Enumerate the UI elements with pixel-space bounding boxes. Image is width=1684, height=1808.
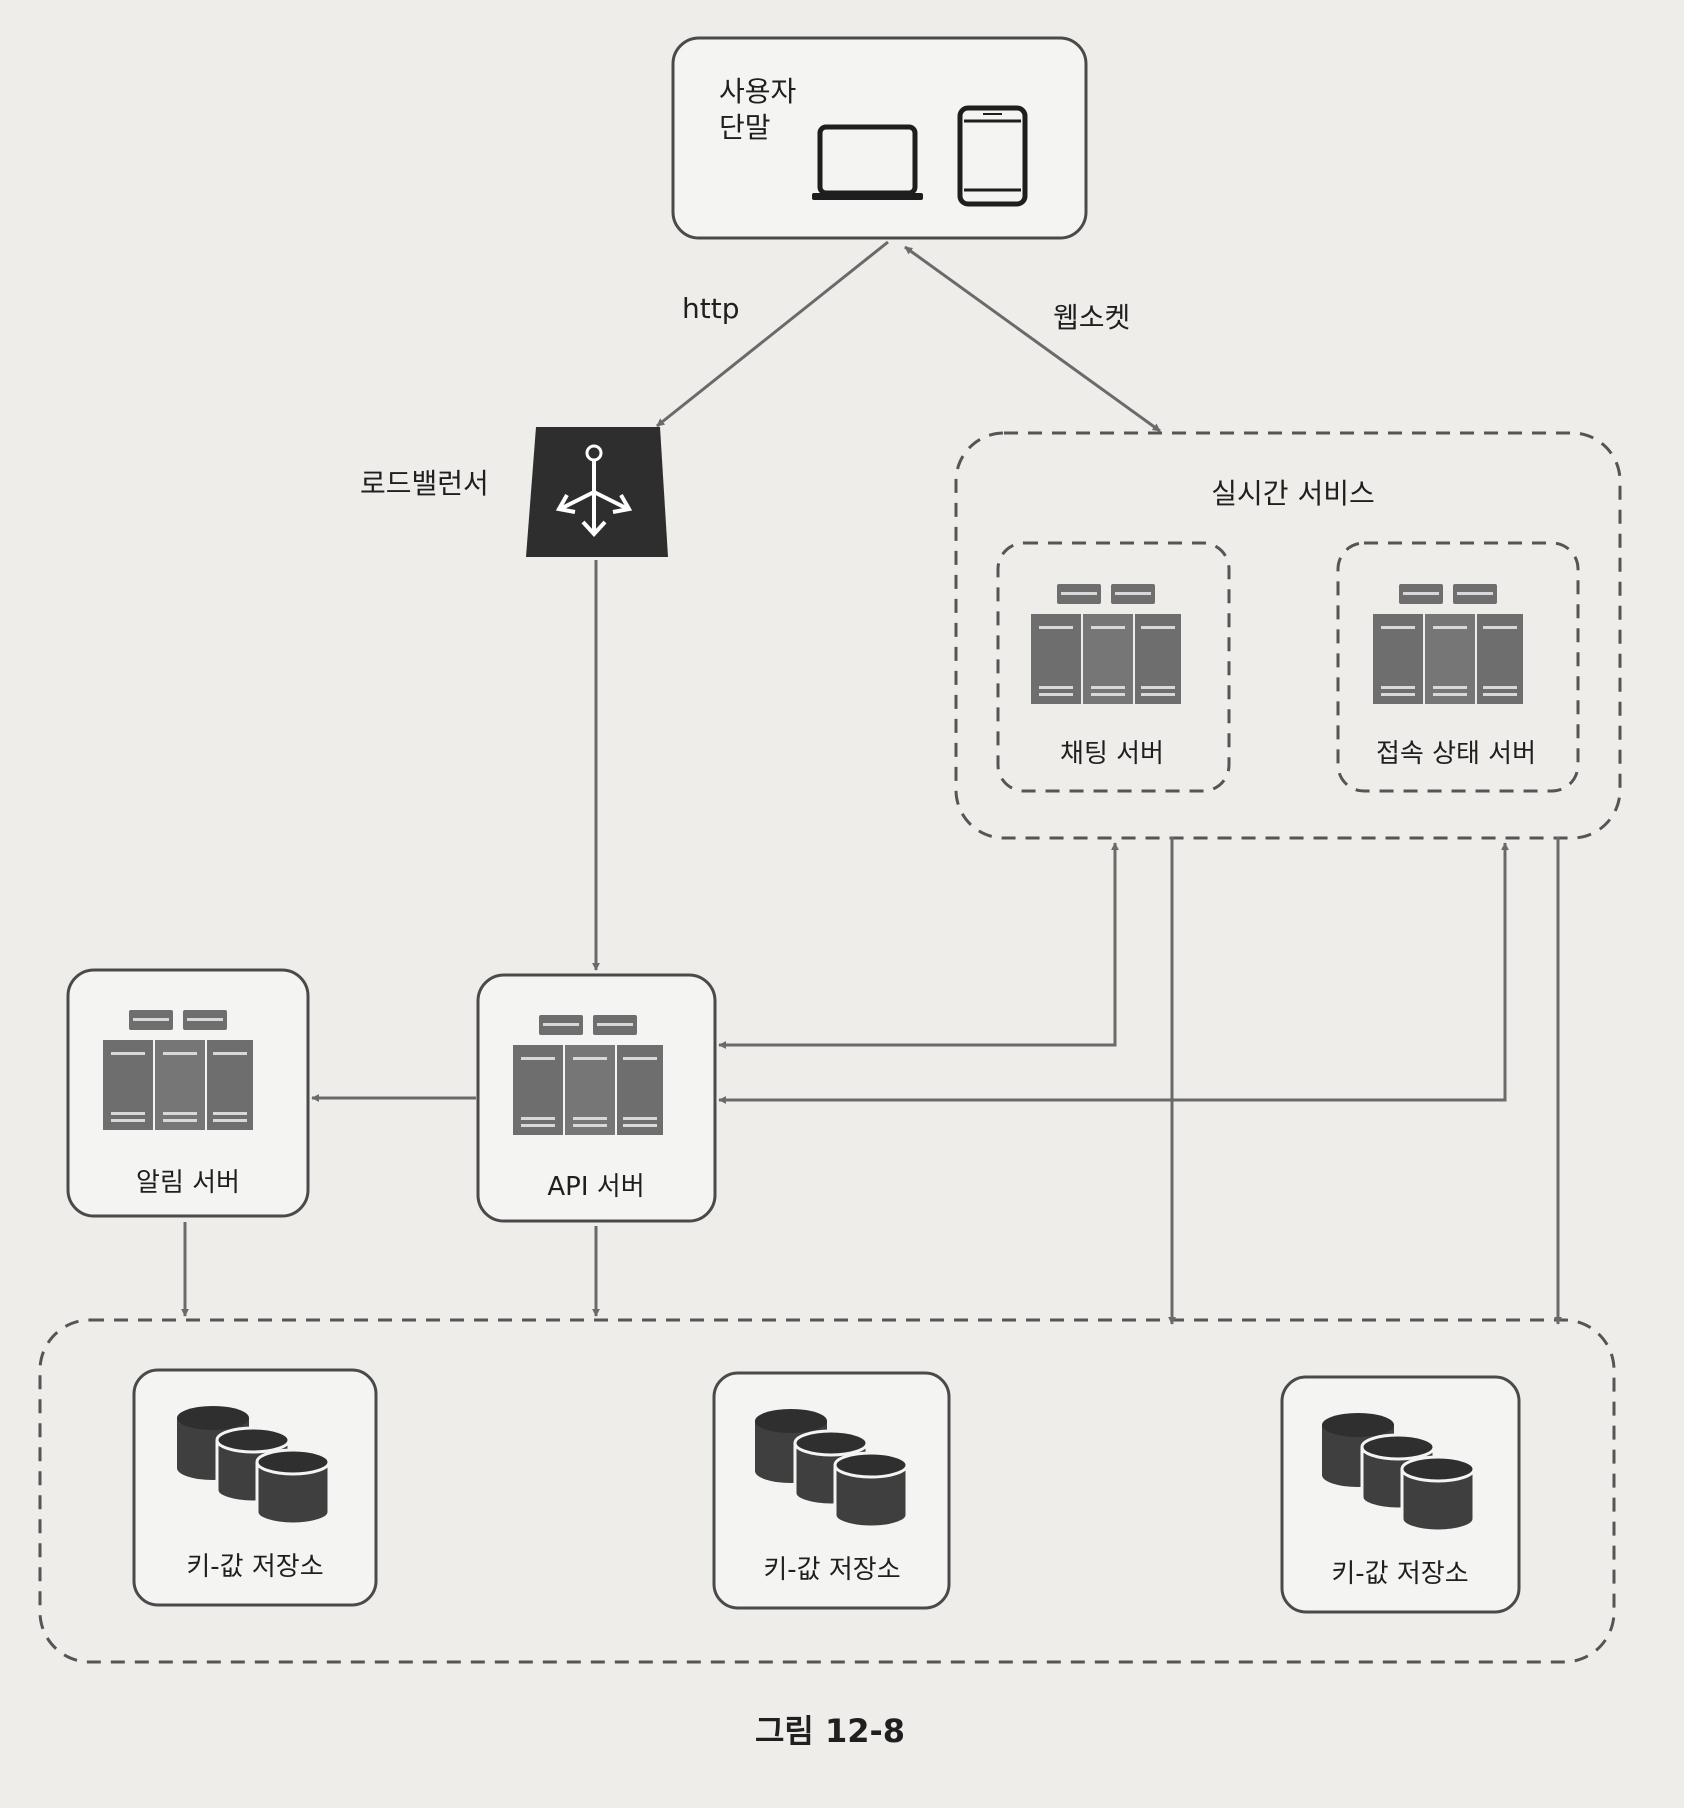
client-label-line1: 사용자 [719, 75, 797, 108]
tablet-icon [957, 105, 1028, 207]
kv-store-label: 키-값 저장소 [1331, 1559, 1469, 1589]
websocket-arrow [904, 245, 1161, 433]
chat-api-arrow [718, 842, 1119, 1049]
client-box [671, 36, 1088, 240]
http-arrow [656, 240, 889, 428]
presence-server-icon [1373, 584, 1523, 704]
notification-server-label: 알림 서버 [136, 1168, 240, 1198]
api-server-label: API 서버 [547, 1172, 645, 1202]
presence-api-arrow [718, 842, 1509, 1104]
presence-server-label: 접속 상태 서버 [1375, 739, 1537, 769]
realtime-service-title: 실시간 서비스 [1211, 477, 1375, 510]
load-balancer-label: 로드밸런서 [360, 467, 489, 500]
load-balancer-icon [526, 427, 668, 557]
websocket-label: 웹소켓 [1053, 301, 1131, 334]
http-label: http [682, 292, 740, 325]
client-label-line2: 단말 [719, 111, 771, 144]
chat-server-box [996, 541, 1231, 793]
chat-server-label: 채팅 서버 [1060, 739, 1164, 769]
kv-store-label: 키-값 저장소 [186, 1552, 324, 1582]
figure-caption: 그림 12-8 [754, 1712, 906, 1750]
kv-store-label: 키-값 저장소 [763, 1555, 901, 1585]
presence-server-box [1336, 541, 1580, 793]
chat-server-icon [1031, 584, 1181, 704]
realtime-service-group [954, 431, 1622, 840]
laptop-icon [812, 124, 923, 200]
